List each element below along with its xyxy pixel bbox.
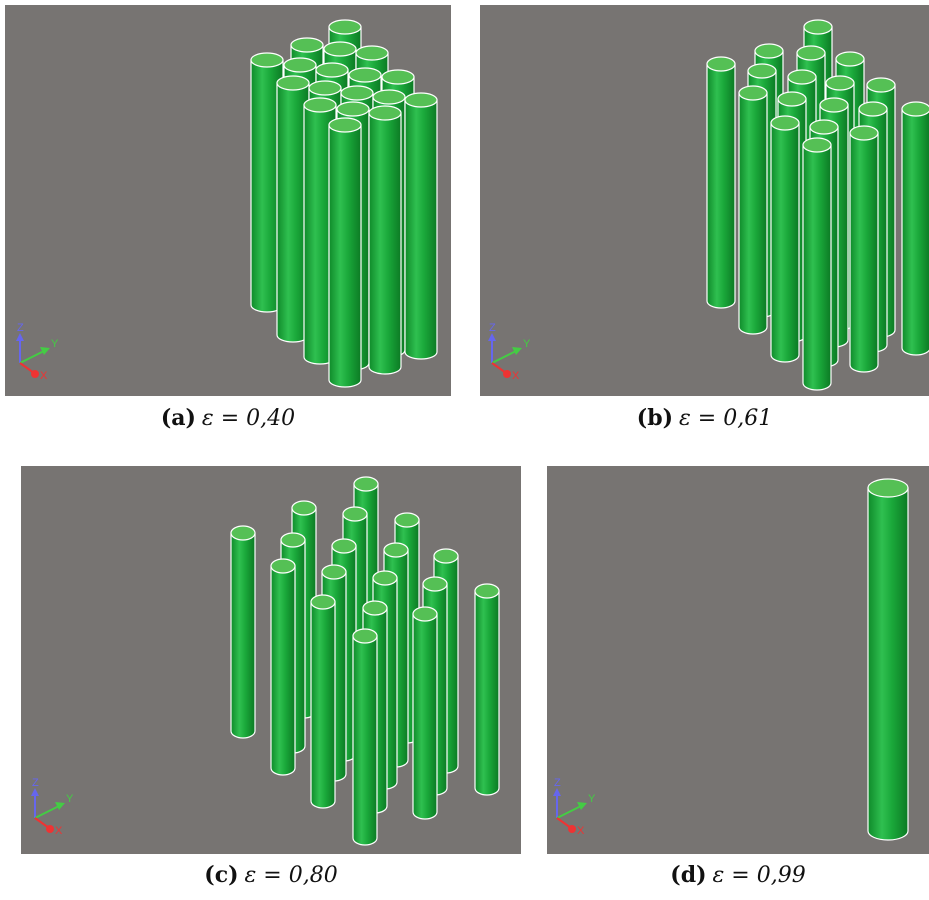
svg-text:Y: Y xyxy=(523,338,531,350)
caption-b-label: (b) xyxy=(636,405,673,431)
svg-text:X: X xyxy=(40,370,48,382)
view-axis-gizmo-icon: Z Y X xyxy=(16,322,59,382)
svg-text:X: X xyxy=(55,825,63,837)
viewport-d: Z Y X xyxy=(547,466,929,854)
cylinder xyxy=(901,101,929,356)
cylinder xyxy=(738,85,768,335)
cylinder xyxy=(706,56,736,309)
caption-c-label: (c) xyxy=(204,862,239,888)
svg-text:Z: Z xyxy=(554,777,561,789)
caption-a-label: (a) xyxy=(160,405,196,431)
svg-text:Y: Y xyxy=(66,793,74,805)
cylinder xyxy=(867,478,909,841)
cylinder xyxy=(270,558,296,776)
cylinder xyxy=(303,97,337,365)
svg-text:Y: Y xyxy=(588,793,596,805)
viewport-b: Z Y X xyxy=(480,5,929,396)
caption-d: (d)ε = 0,99 xyxy=(547,862,929,888)
svg-text:Z: Z xyxy=(17,322,24,334)
cylinder xyxy=(802,137,832,391)
svg-text:X: X xyxy=(512,370,520,382)
caption-a-value: ε = 0,40 xyxy=(201,406,296,431)
caption-c-value: ε = 0,80 xyxy=(244,863,338,888)
cylinder-array-d: Z Y X xyxy=(553,478,909,841)
cylinder xyxy=(352,628,378,846)
view-axis-gizmo-icon: Z Y X xyxy=(553,777,596,837)
cylinder xyxy=(404,92,438,360)
svg-text:Y: Y xyxy=(51,338,59,350)
caption-c: (c)ε = 0,80 xyxy=(21,862,521,888)
cylinder-array-a: Z Y X xyxy=(16,19,438,388)
cylinder xyxy=(849,125,879,373)
viewport-c: Z Y X xyxy=(21,466,521,854)
cylinder xyxy=(412,606,438,820)
cylinder xyxy=(250,52,284,313)
cylinder xyxy=(328,117,362,388)
caption-a: (a)ε = 0,40 xyxy=(5,405,451,431)
caption-b: (b)ε = 0,61 xyxy=(480,405,929,431)
viewport-a: Z Y X xyxy=(5,5,451,396)
svg-text:Z: Z xyxy=(32,777,39,789)
caption-d-value: ε = 0,99 xyxy=(712,863,806,888)
cylinder-array-b: Z Y X xyxy=(488,19,929,391)
svg-text:Z: Z xyxy=(489,322,496,334)
cylinder xyxy=(230,525,256,739)
caption-b-value: ε = 0,61 xyxy=(678,406,773,431)
cylinder xyxy=(474,583,500,796)
cylinder-array-c: Z Y X xyxy=(31,476,500,846)
caption-d-label: (d) xyxy=(670,862,707,888)
view-axis-gizmo-icon: Z Y X xyxy=(488,322,531,382)
svg-text:X: X xyxy=(577,825,585,837)
cylinder xyxy=(310,594,336,809)
cylinder xyxy=(770,115,800,363)
cylinder xyxy=(368,105,402,375)
view-axis-gizmo-icon: Z Y X xyxy=(31,777,74,837)
